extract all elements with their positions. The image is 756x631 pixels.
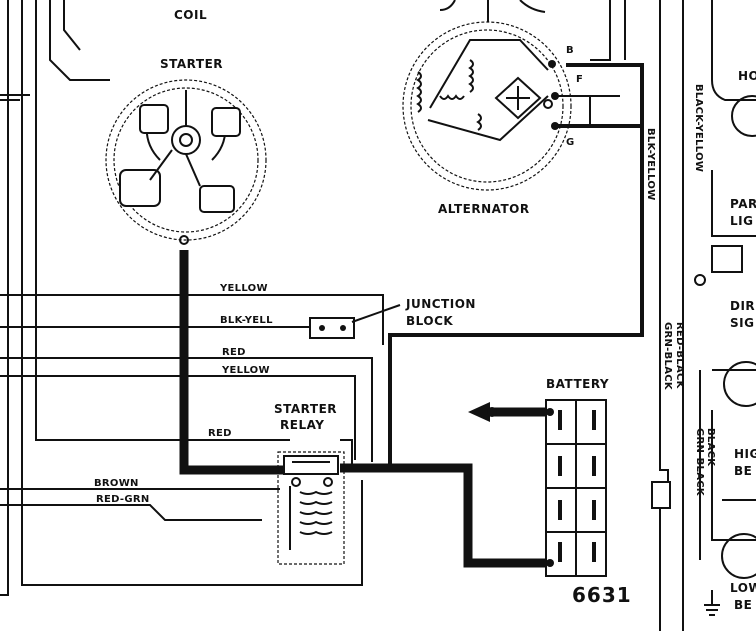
label-high-2: BE [734, 464, 752, 478]
wire-label-blk-yell: BLK-YELL [220, 315, 273, 326]
alternator-terminal-g: G [566, 137, 575, 148]
battery-label: BATTERY [546, 377, 609, 391]
wire-label-yellow-top: YELLOW [219, 283, 268, 294]
right-wire-bundle [590, 0, 756, 631]
alternator [402, 0, 640, 191]
starter-relay-label-line2: RELAY [280, 418, 324, 432]
wire-label-brown: BROWN [94, 478, 139, 489]
wire-label-red-mid: RED [222, 347, 246, 358]
junction-block [309, 304, 401, 339]
wire-label-red-grn: RED-GRN [96, 494, 150, 505]
battery-ground-lug [468, 402, 497, 422]
alternator-terminal-f: F [576, 74, 583, 85]
vlabel-red-black: RED-BLACK [674, 322, 685, 390]
vlabel-black: BLACK [705, 428, 716, 467]
label-low-1: LOW [730, 581, 756, 595]
label-parking-2: LIG [730, 214, 753, 228]
label-low-2: BE [734, 598, 752, 612]
starter-label: STARTER [160, 57, 223, 71]
junction-label-line2: BLOCK [406, 314, 453, 328]
label-directional-2: SIG [730, 316, 754, 330]
junction-label-line1: JUNCTION [405, 297, 476, 311]
starter-relay-label-line1: STARTER [274, 402, 337, 416]
coil-label: COIL [174, 8, 207, 22]
label-parking-1: PAR [730, 197, 756, 211]
battery [545, 399, 607, 577]
label-directional-1: DIR [730, 299, 755, 313]
vlabel-grn-black: GRN-BLACK [662, 322, 673, 391]
alternator-terminal-b: B [566, 45, 574, 56]
left-wire-bundle [0, 0, 290, 480]
label-horn: HO [738, 69, 756, 83]
alternator-label: ALTERNATOR [438, 202, 530, 216]
starter-relay [277, 451, 345, 565]
wire-label-yellow-mid: YELLOW [221, 365, 270, 376]
wire-label-red-relay: RED [208, 428, 232, 439]
label-high-1: HIG [734, 447, 756, 461]
horizontal-wires [0, 294, 384, 596]
vlabel-black-yellow: BLACK-YELLOW [693, 84, 704, 172]
figure-number: 6631 [572, 583, 632, 607]
vlabel-grn-black-2: GRN-BLACK [694, 428, 705, 497]
vlabel-blk-yellow: BLK-YELLOW [645, 128, 656, 201]
starter [105, 79, 267, 245]
